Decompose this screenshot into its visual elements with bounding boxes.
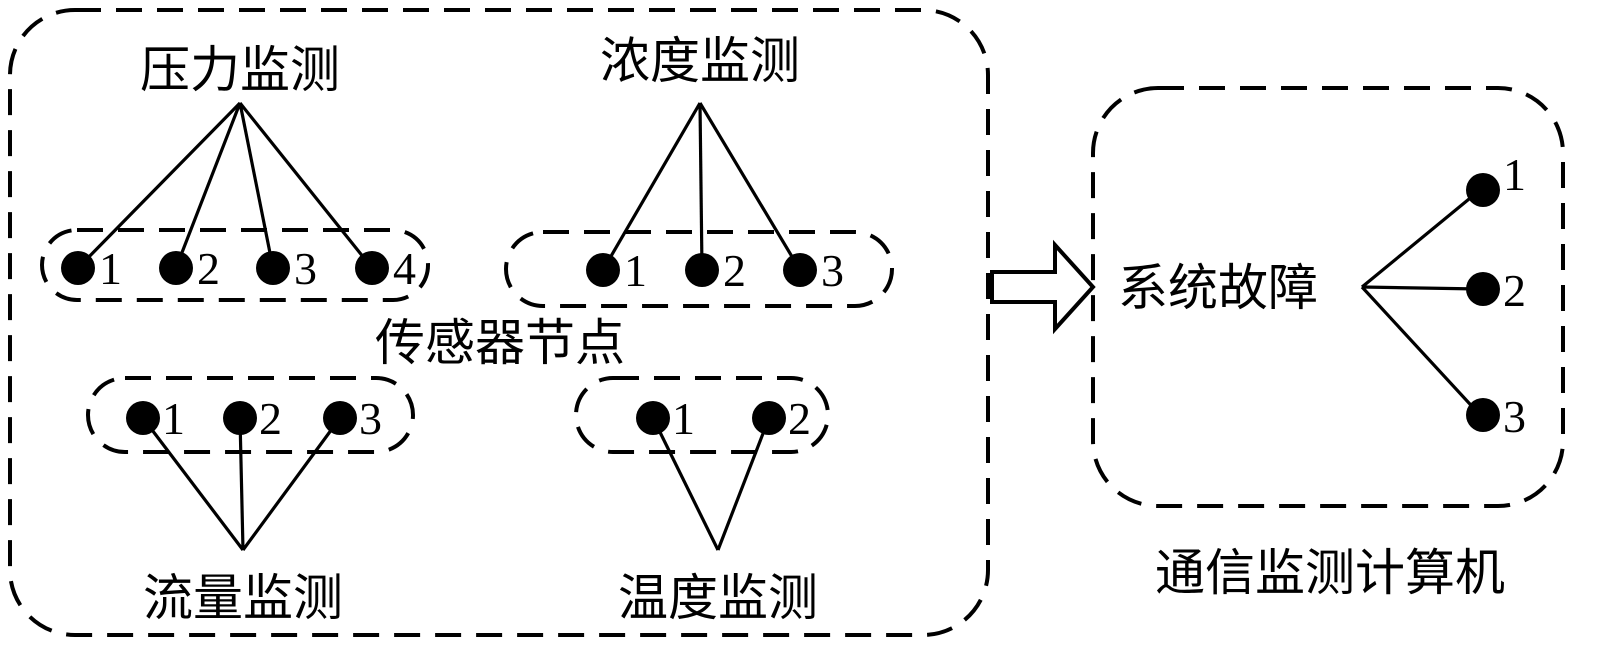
flow-link-2 bbox=[238, 417, 245, 551]
sensor-network-box bbox=[8, 8, 990, 637]
flow-sensor-number-1: 1 bbox=[162, 393, 185, 444]
temperature-sensor-dot-1 bbox=[636, 401, 670, 435]
fault-link-1 bbox=[1360, 188, 1482, 289]
flow-link-1 bbox=[141, 417, 245, 551]
concentration-link-1 bbox=[601, 102, 702, 271]
fault-link-3 bbox=[1360, 285, 1482, 417]
fault-output-number-3: 3 bbox=[1503, 391, 1526, 442]
fault-output-dot-1 bbox=[1466, 173, 1500, 207]
concentration-group: 浓度监测 1 2 3 bbox=[504, 32, 894, 308]
pressure-link-4 bbox=[238, 102, 374, 269]
flow-arrow-icon bbox=[990, 239, 1096, 335]
concentration-link-2 bbox=[698, 102, 704, 271]
concentration-sensor-dot-2 bbox=[685, 253, 719, 287]
pressure-sensor-number-3: 3 bbox=[294, 243, 317, 294]
fault-output-dot-3 bbox=[1466, 398, 1500, 432]
flow-sensor-number-2: 2 bbox=[259, 393, 282, 444]
pressure-label: 压力监测 bbox=[140, 41, 340, 99]
sensor-node-label: 传感器节点 bbox=[375, 314, 625, 372]
pressure-sensor-dot-3 bbox=[256, 251, 290, 285]
temperature-link-1 bbox=[651, 417, 720, 551]
concentration-sensor-dot-1 bbox=[586, 253, 620, 287]
flow-sensor-number-3: 3 bbox=[359, 393, 382, 444]
concentration-sensor-number-1: 1 bbox=[624, 245, 647, 296]
temperature-link-2 bbox=[716, 417, 771, 551]
concentration-link-3 bbox=[698, 102, 802, 271]
concentration-sensor-number-2: 2 bbox=[723, 245, 746, 296]
concentration-sensor-dot-3 bbox=[783, 253, 817, 287]
concentration-label: 浓度监测 bbox=[600, 32, 800, 90]
fault-link-2 bbox=[1361, 285, 1481, 291]
computer-box bbox=[1091, 86, 1565, 508]
pressure-group: 压力监测 1 2 3 4 bbox=[40, 41, 430, 302]
pressure-sensor-number-1: 1 bbox=[99, 243, 122, 294]
flow-group: 1 2 3 流量监测 bbox=[86, 376, 415, 627]
temperature-sensor-group-outline bbox=[574, 376, 830, 454]
flow-label: 流量监测 bbox=[143, 569, 343, 627]
pressure-link-3 bbox=[238, 102, 275, 269]
pressure-link-2 bbox=[174, 102, 242, 269]
pressure-sensor-dot-4 bbox=[355, 251, 389, 285]
pressure-sensor-dot-1 bbox=[61, 251, 95, 285]
temperature-group: 1 2 温度监测 bbox=[574, 376, 830, 627]
system-fault-label: 系统故障 bbox=[1118, 259, 1318, 317]
fault-output-dot-2 bbox=[1466, 272, 1500, 306]
flow-sensor-dot-3 bbox=[323, 401, 357, 435]
pressure-link-1 bbox=[76, 101, 242, 270]
flow-sensor-dot-2 bbox=[223, 401, 257, 435]
temperature-sensor-dot-2 bbox=[752, 401, 786, 435]
fault-output-number-1: 1 bbox=[1503, 149, 1526, 200]
pressure-sensor-number-4: 4 bbox=[393, 243, 416, 294]
temperature-sensor-number-2: 2 bbox=[788, 393, 811, 444]
temperature-label: 温度监测 bbox=[618, 569, 818, 627]
pressure-sensor-group-outline bbox=[40, 228, 430, 302]
pressure-sensor-dot-2 bbox=[159, 251, 193, 285]
fault-output-number-2: 2 bbox=[1503, 265, 1526, 316]
pressure-sensor-number-2: 2 bbox=[197, 243, 220, 294]
flow-sensor-dot-1 bbox=[126, 401, 160, 435]
computer-label: 通信监测计算机 bbox=[1155, 544, 1505, 602]
concentration-sensor-number-3: 3 bbox=[821, 245, 844, 296]
temperature-sensor-number-1: 1 bbox=[672, 393, 695, 444]
computer-section: 系统故障 1 2 3 通信监测计算机 bbox=[1118, 149, 1526, 602]
flow-sensor-group-outline bbox=[86, 376, 415, 454]
concentration-sensor-group-outline bbox=[504, 230, 894, 308]
flow-link-3 bbox=[241, 417, 342, 551]
